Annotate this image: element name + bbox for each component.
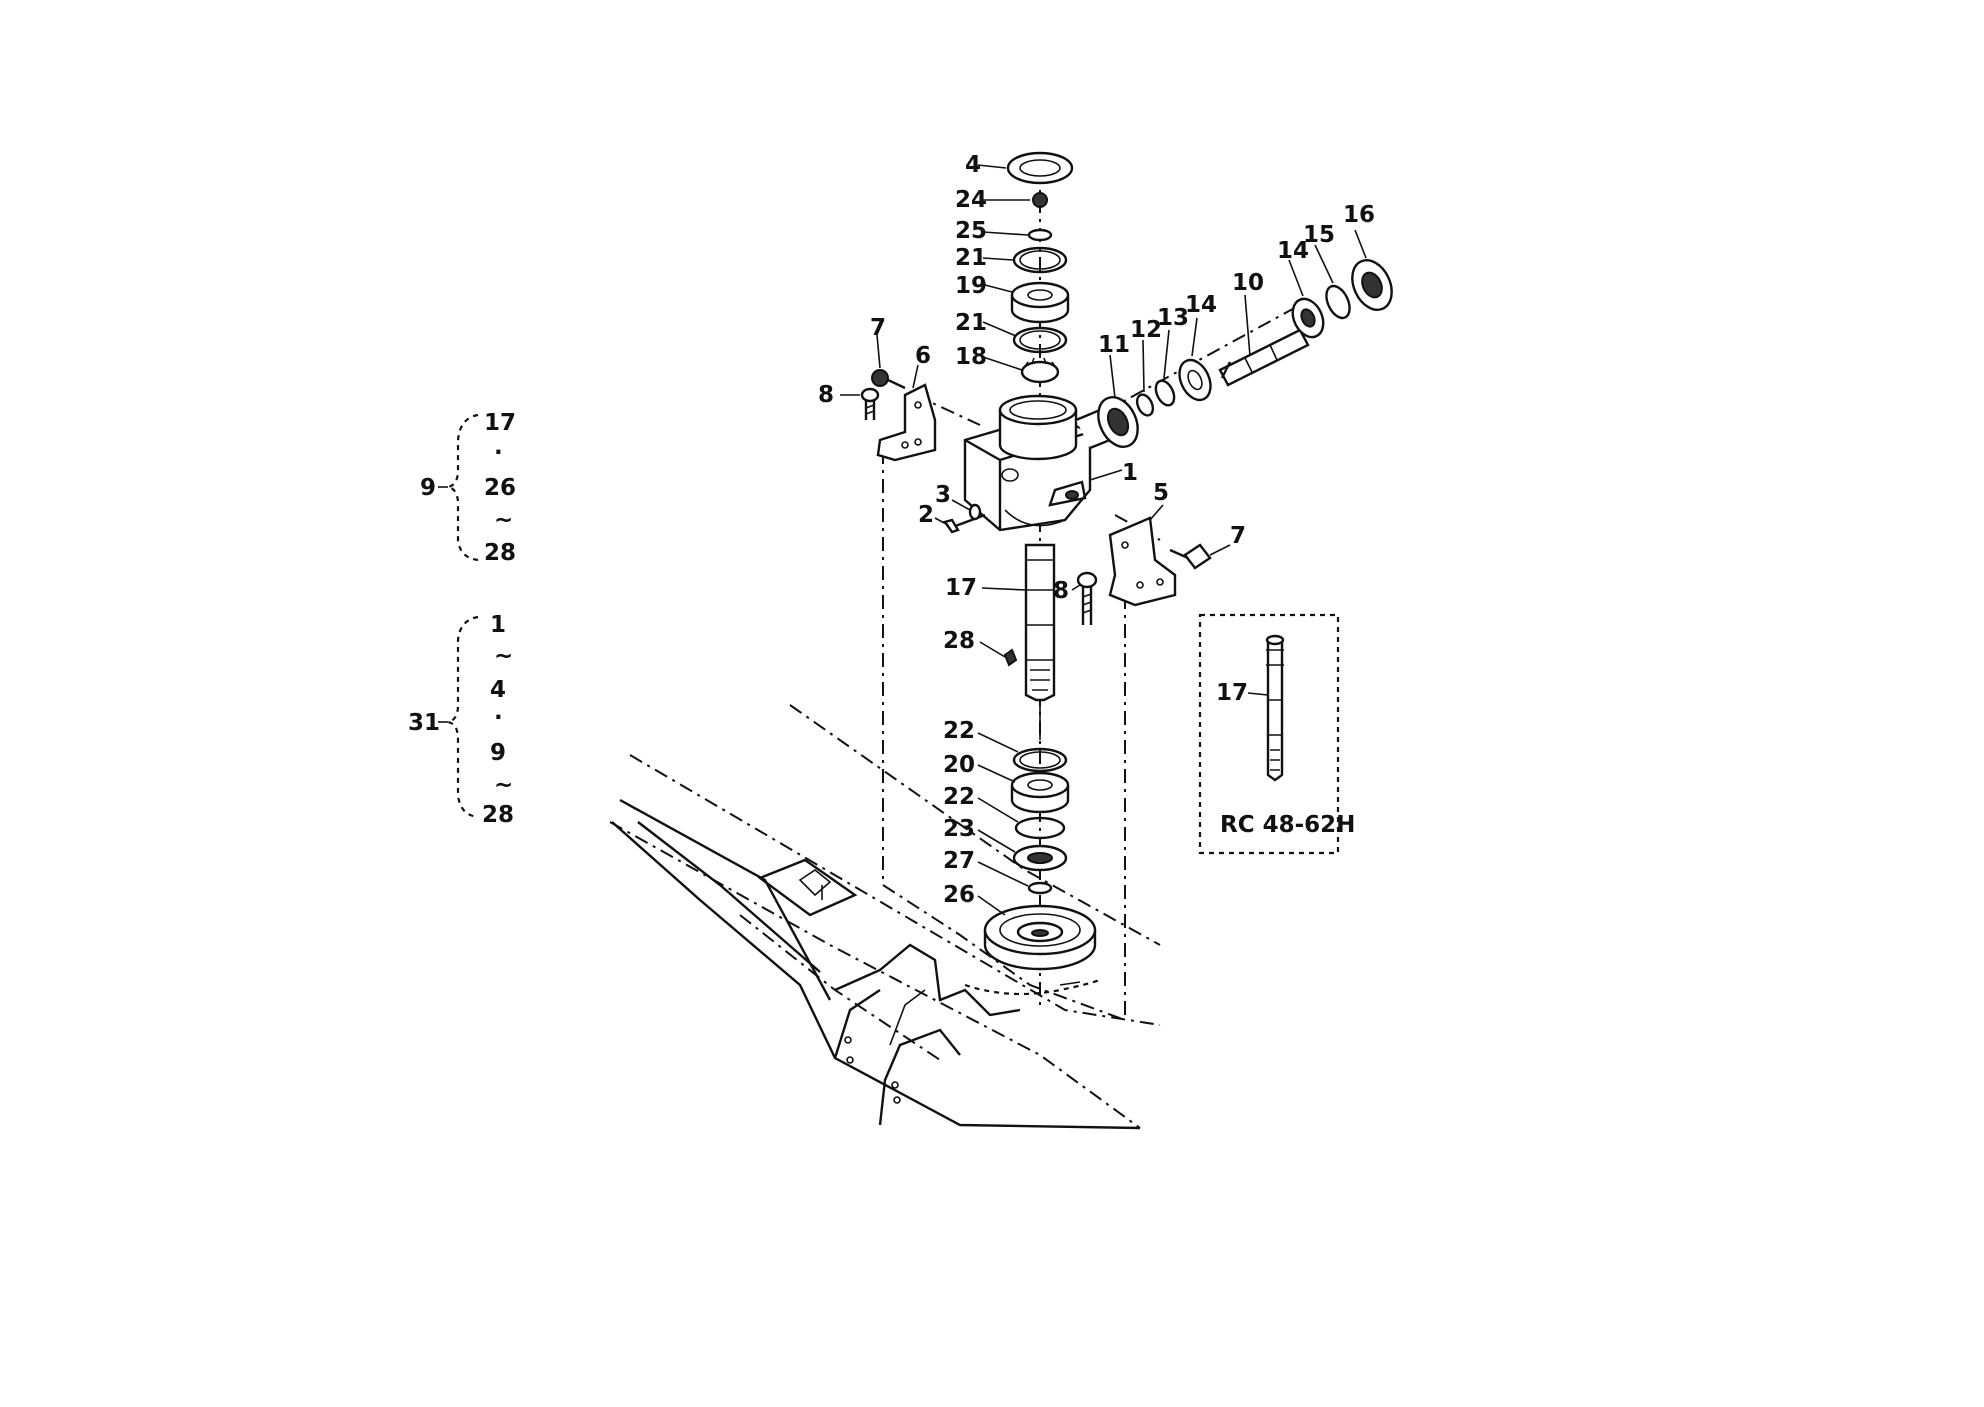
callout-2: 2 — [918, 502, 934, 528]
callout-8: 8 — [1053, 578, 1069, 604]
callout-8: 8 — [818, 382, 834, 408]
callout-23: 23 — [943, 816, 975, 842]
callout-20: 20 — [943, 752, 975, 778]
washer-27 — [1027, 881, 1053, 895]
snap-ring-21-lower — [1012, 326, 1068, 354]
group-9-item: 28 — [484, 540, 516, 566]
callout-16: 16 — [1343, 202, 1375, 228]
ball-24 — [1032, 192, 1048, 208]
callout-27: 27 — [943, 848, 975, 874]
bolt-7-right — [1169, 543, 1212, 570]
callout-13: 13 — [1157, 305, 1189, 331]
callout-10: 10 — [1232, 270, 1264, 296]
group-31-item: 1 — [490, 612, 506, 638]
seal-16 — [1351, 259, 1393, 311]
top-seal-4 — [1006, 151, 1074, 185]
shaft-10 — [1218, 328, 1310, 387]
bearing-14-inner — [1178, 358, 1212, 402]
group-31: 31 1 ~ 4 · 9 ~ 28 — [408, 612, 514, 828]
callout-12: 12 — [1130, 317, 1162, 343]
callout-24: 24 — [955, 187, 987, 213]
inset-callout-17: 17 — [1216, 680, 1248, 706]
bolt-8-left — [860, 387, 880, 420]
gear-18 — [1020, 357, 1060, 384]
group-9-item: ~ — [494, 507, 513, 533]
callout-15: 15 — [1303, 222, 1335, 248]
callout-14: 14 — [1277, 238, 1309, 264]
group-31-label: 31 — [408, 710, 440, 736]
callout-6: 6 — [915, 343, 931, 369]
bracket-5 — [1108, 516, 1177, 607]
callout-5: 5 — [1153, 480, 1169, 506]
snap-ring-22-bottom — [1014, 816, 1066, 840]
callout-7: 7 — [870, 315, 886, 341]
callout-4: 4 — [965, 152, 981, 178]
group-31-item: 4 — [490, 677, 506, 703]
group-9: 9 17 · 26 ~ 28 — [420, 410, 516, 566]
snap-ring-22-top — [1012, 747, 1068, 773]
snap-ring-21-top — [1012, 246, 1068, 274]
group-9-item: 17 — [484, 410, 516, 436]
callout-3: 3 — [935, 482, 951, 508]
callout-19: 19 — [955, 273, 987, 299]
washer-25 — [1027, 228, 1053, 242]
callout-25: 25 — [955, 218, 987, 244]
seal-23 — [1012, 844, 1068, 872]
callout-22: 22 — [943, 784, 975, 810]
group-31-item: ~ — [494, 772, 513, 798]
group-31-item: 9 — [490, 740, 506, 766]
leader-lines — [840, 164, 1367, 916]
callout-28: 28 — [943, 628, 975, 654]
callout-21: 21 — [955, 245, 987, 271]
bolt-8-right — [1076, 571, 1098, 625]
group-31-item: 28 — [482, 802, 514, 828]
shaft-17 — [1024, 543, 1056, 740]
pulley-26 — [983, 904, 1097, 971]
callout-1: 1 — [1122, 460, 1138, 486]
group-9-label: 9 — [420, 475, 436, 501]
ring-13 — [1154, 379, 1176, 407]
frame-outline — [609, 704, 1161, 1130]
bolt-7-left — [871, 369, 906, 390]
group-9-item: · — [494, 440, 503, 466]
bracket-6 — [876, 383, 937, 462]
inset-box: 17 RC 48-62H — [1198, 613, 1355, 855]
callout-11: 11 — [1098, 332, 1130, 358]
washer-12 — [1135, 393, 1155, 417]
gear-11 — [1097, 396, 1139, 448]
inset-caption: RC 48-62H — [1220, 812, 1355, 838]
callout-14: 14 — [1185, 292, 1217, 318]
housing-1 — [963, 394, 1112, 532]
key-28 — [1003, 648, 1018, 667]
ring-15 — [1325, 284, 1351, 320]
group-31-item: · — [494, 705, 503, 731]
bearing-20 — [1010, 771, 1070, 814]
washer-3 — [968, 503, 982, 521]
bearing-19 — [1010, 281, 1070, 324]
group-31-item: ~ — [494, 643, 513, 669]
callout-18: 18 — [955, 344, 987, 370]
callout-26: 26 — [943, 882, 975, 908]
bearing-14-outer — [1291, 297, 1325, 339]
callout-22: 22 — [943, 718, 975, 744]
callout-7: 7 — [1230, 523, 1246, 549]
callout-17: 17 — [945, 575, 977, 601]
callout-labels: 4 24 25 21 19 21 18 7 6 8 11 12 13 14 10… — [818, 152, 1375, 908]
callout-21: 21 — [955, 310, 987, 336]
group-9-item: 26 — [484, 475, 516, 501]
